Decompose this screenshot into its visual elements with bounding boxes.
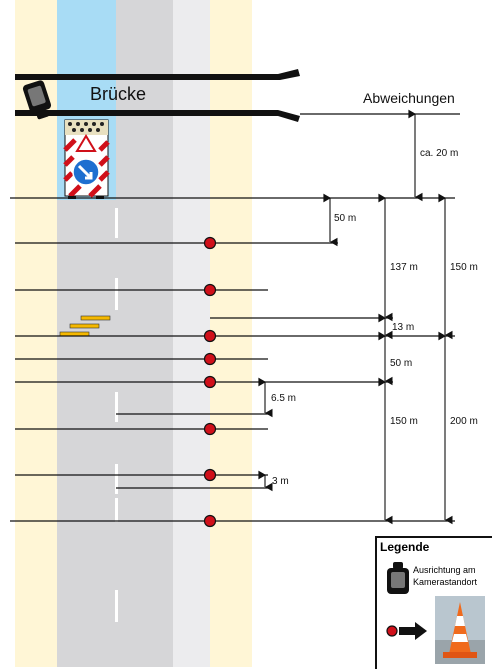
camera-icon [22,80,52,120]
dim-3m: 3 m [272,476,289,487]
traffic-cone-photo [435,596,485,664]
dim-ca-20m: ca. 20 m [420,148,459,159]
dim-50m-top: 50 m [334,213,357,224]
dim-6-5m: 6.5 m [271,393,297,404]
lane-dashes [115,208,118,622]
deviations-label: Abweichungen [363,90,455,106]
dim-13m: 13 m [392,322,415,333]
camera-marker-7 [203,468,217,482]
camera-icon [387,562,409,594]
camera-marker-8 [203,514,217,528]
bridge [15,69,300,122]
dim-50m-mid: 50 m [390,358,413,369]
arrow-right-icon [386,622,427,640]
legend-camera-text: Ausrichtung am Kamerastandort [413,565,478,587]
dim-137m: 137 m [390,262,418,273]
legend-title: Legende [380,540,430,554]
chevron-markings [59,315,111,337]
camera-marker-5 [203,375,217,389]
camera-marker-1 [203,236,217,250]
dim-200m: 200 m [450,416,478,427]
right-shoulder [210,0,252,667]
construction-sign-icon [63,119,110,199]
bridge-label: Brücke [90,84,147,104]
camera-marker-2 [203,283,217,297]
camera-marker-3 [203,329,217,343]
dim-150m-right: 150 m [450,262,478,273]
dim-150m-left: 150 m [390,416,418,427]
dimension-arrows [258,109,453,525]
camera-marker-6 [203,422,217,436]
camera-marker-4 [203,352,217,366]
camera-markers [203,236,217,528]
legend-box: Legende Ausrichtung am Kamerastandort [375,536,492,669]
